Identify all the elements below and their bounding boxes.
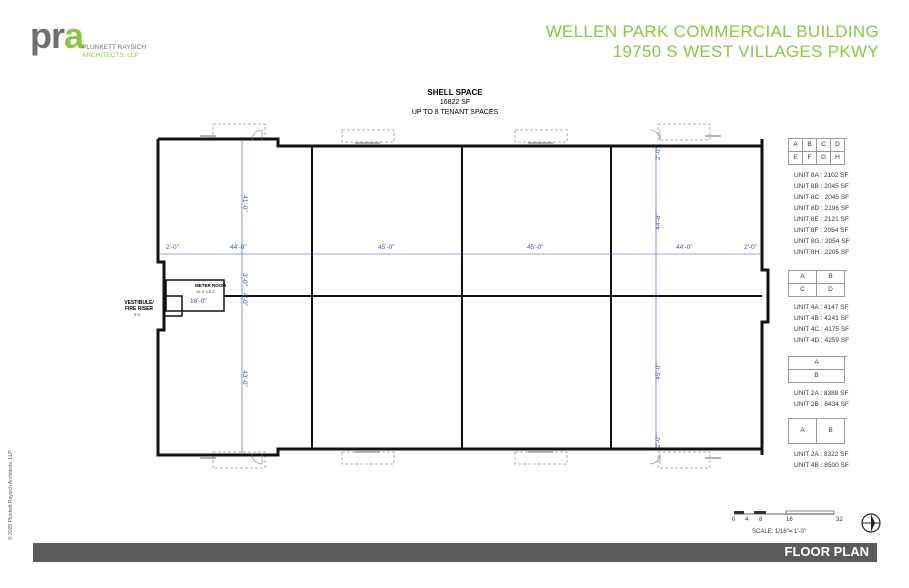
scale-label: SCALE: 1/16"= 1'-0" [752, 529, 806, 535]
vestibule-label: VESTIBULE/ FIRE RISER [124, 300, 154, 312]
windows [200, 135, 721, 459]
meter-room-dim: 10'-0" x 8'-0" [196, 290, 216, 294]
door-swings [251, 129, 661, 465]
dimension-lines [158, 139, 762, 455]
vestibule-dim: 5'-0" [134, 313, 141, 317]
north-arrow-icon [861, 513, 881, 533]
project-address: 19750 S WEST VILLAGES PKWY [612, 42, 879, 61]
sheet-title: FLOOR PLAN [784, 544, 870, 559]
logo-text: PLUNKETT RAYSICH ARCHITECTS, LLP [82, 44, 147, 59]
shell-space-label: SHELL SPACE 16822 SF UP TO 8 TENANT SPAC… [411, 88, 499, 116]
copyright: © 2025 Plunkett Raysich Architects, LLP [8, 450, 14, 540]
project-name: WELLEN PARK COMMERCIAL BUILDING [545, 22, 879, 41]
meter-room-label: METER ROOM [195, 283, 226, 288]
demising-walls [164, 146, 762, 449]
scale-bar [734, 510, 835, 515]
logo-mark: pra [30, 15, 84, 56]
project-title: WELLEN PARK COMMERCIAL BUILDING 19750 S … [546, 22, 879, 62]
footer-bar: FLOOR PLAN [33, 543, 877, 562]
vestibule-fire-riser [163, 295, 183, 317]
firm-logo: pra PLUNKETT RAYSICH ARCHITECTS, LLP [30, 15, 146, 60]
